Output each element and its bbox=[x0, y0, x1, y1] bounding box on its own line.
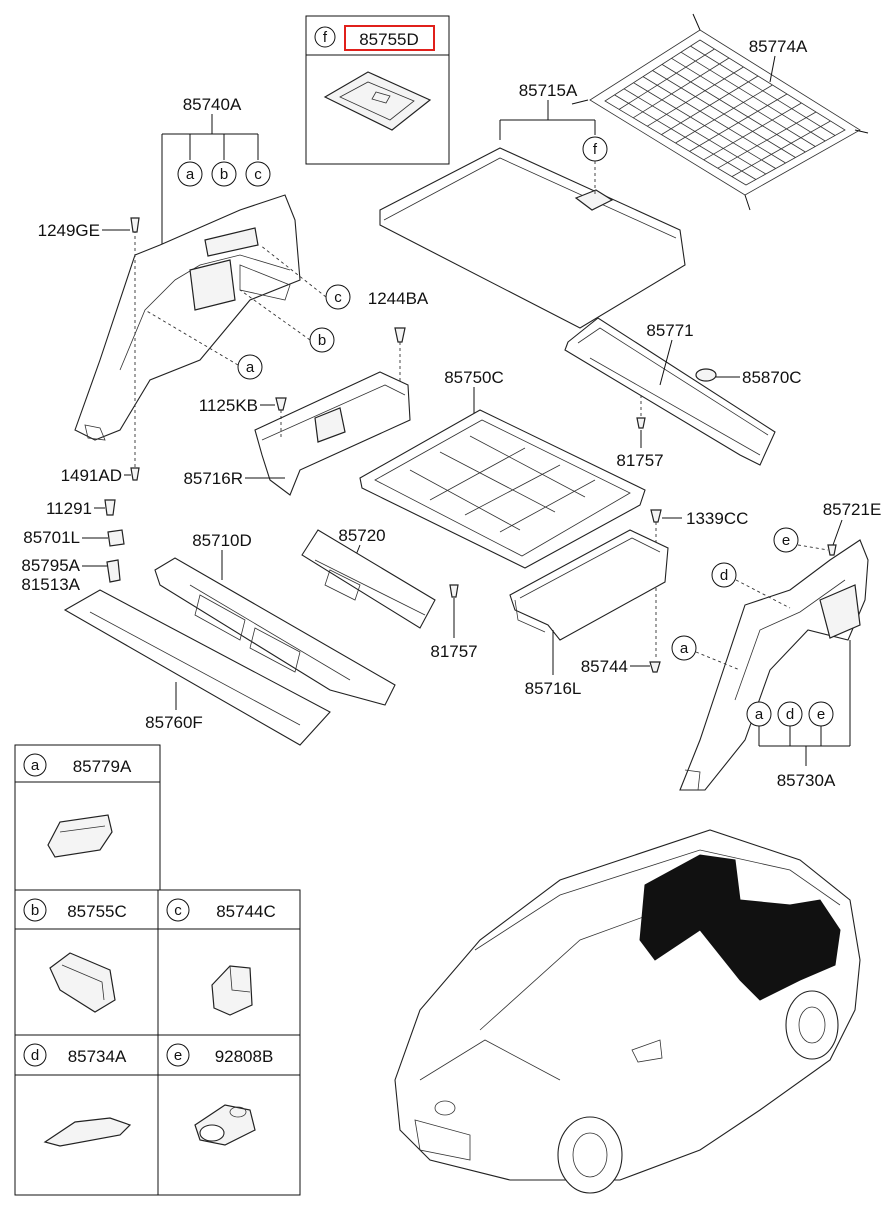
left-quarter-trim-85740A bbox=[74, 194, 301, 441]
cover-85755D-illustration bbox=[323, 71, 432, 131]
side-tray-85716R bbox=[254, 371, 411, 496]
callout-a-trim bbox=[237, 354, 263, 380]
callout-c-740-label: c bbox=[254, 166, 262, 183]
legend-a-part[interactable]: 85779A bbox=[73, 757, 132, 776]
part-85734A-illustration bbox=[43, 1117, 132, 1147]
legend-a-key: a bbox=[31, 757, 40, 774]
bracket-85720 bbox=[301, 529, 436, 629]
part-85779A-illustration bbox=[47, 814, 113, 858]
callout-f-board-label: f bbox=[593, 141, 598, 158]
trim-location-highlight bbox=[639, 854, 841, 1001]
callout-b-trim-label: b bbox=[318, 332, 326, 349]
label-85720[interactable]: 85720 bbox=[338, 526, 385, 545]
label-85740A[interactable]: 85740A bbox=[183, 95, 242, 114]
callout-b-740 bbox=[211, 161, 237, 187]
legend-d-part[interactable]: 85734A bbox=[68, 1047, 127, 1066]
net-mesh-line bbox=[675, 84, 773, 144]
net-mesh-line bbox=[731, 120, 831, 177]
label-81513A[interactable]: 81513A bbox=[21, 575, 80, 594]
label-1244BA[interactable]: 1244BA bbox=[368, 289, 429, 308]
callout-a-730-label: a bbox=[755, 706, 764, 723]
legend-b-circle bbox=[23, 898, 47, 922]
legend-c-part[interactable]: 85744C bbox=[216, 902, 276, 921]
callout-f-inset-label: f bbox=[323, 29, 328, 46]
legend-e-circle bbox=[166, 1043, 190, 1067]
cargo-net-85774A bbox=[571, 13, 869, 211]
label-85721E[interactable]: 85721E bbox=[823, 500, 882, 519]
label-85710D[interactable]: 85710D bbox=[192, 531, 252, 550]
highlight-box bbox=[344, 25, 435, 51]
label-85716R[interactable]: 85716R bbox=[183, 469, 243, 488]
label-81757-bottom[interactable]: 81757 bbox=[430, 642, 477, 661]
callout-a-740-label: a bbox=[186, 166, 195, 183]
net-mesh-line bbox=[690, 45, 836, 136]
label-1249GE[interactable]: 1249GE bbox=[38, 221, 100, 240]
callout-a-trim-right bbox=[671, 635, 697, 661]
part-85755C-illustration bbox=[49, 952, 116, 1013]
label-1339CC[interactable]: 1339CC bbox=[686, 509, 748, 528]
legend-e-key: e bbox=[174, 1047, 182, 1064]
callout-e-730-label: e bbox=[817, 706, 825, 723]
legend-c-circle bbox=[166, 898, 190, 922]
sill-plate-85771 bbox=[564, 317, 776, 466]
label-85744[interactable]: 85744 bbox=[581, 657, 628, 676]
label-85730A[interactable]: 85730A bbox=[777, 771, 836, 790]
legend-d-circle bbox=[23, 1043, 47, 1067]
label-85760F[interactable]: 85760F bbox=[145, 713, 203, 732]
part-85744C-illustration bbox=[211, 965, 253, 1016]
callout-e-trim-label: e bbox=[782, 532, 790, 549]
legend-b-part[interactable]: 85755C bbox=[67, 902, 127, 921]
net-mesh-line bbox=[661, 64, 806, 153]
label-1491AD[interactable]: 1491AD bbox=[61, 466, 122, 485]
callout-c-740 bbox=[245, 161, 271, 187]
label-85701L[interactable]: 85701L bbox=[23, 528, 80, 547]
label-85771[interactable]: 85771 bbox=[646, 321, 693, 340]
vehicle-locator-illustration bbox=[394, 829, 861, 1194]
callout-a-trim-label: a bbox=[246, 359, 255, 376]
part-92808B-illustration bbox=[194, 1104, 256, 1146]
luggage-board-85715A bbox=[379, 147, 686, 329]
net-mesh-line bbox=[689, 93, 788, 152]
callout-a-740 bbox=[177, 161, 203, 187]
side-tray-85716L bbox=[509, 529, 669, 641]
inset-f-part-number[interactable]: 85755D bbox=[359, 30, 419, 49]
label-85774A[interactable]: 85774A bbox=[749, 37, 808, 56]
callout-d-trim bbox=[711, 562, 737, 588]
net-mesh-line bbox=[703, 102, 802, 161]
label-85715A[interactable]: 85715A bbox=[519, 81, 578, 100]
label-1125KB[interactable]: 1125KB bbox=[199, 396, 258, 415]
label-81757-top[interactable]: 81757 bbox=[616, 451, 663, 470]
legend-d-key: d bbox=[31, 1047, 39, 1064]
net-mesh-line bbox=[717, 111, 817, 169]
inset-f-box: f 85755D bbox=[305, 15, 450, 165]
label-85795A[interactable]: 85795A bbox=[21, 556, 80, 575]
callout-f-inset bbox=[314, 26, 336, 48]
callout-b-740-label: b bbox=[220, 166, 228, 183]
label-11291[interactable]: 11291 bbox=[46, 499, 92, 518]
rear-trim-85710D bbox=[154, 557, 396, 706]
legend-a-circle bbox=[23, 753, 47, 777]
label-85716L[interactable]: 85716L bbox=[525, 679, 582, 698]
net-mesh-line bbox=[680, 51, 826, 142]
callout-e-trim bbox=[773, 527, 799, 553]
net-mesh-line bbox=[671, 57, 816, 147]
callout-d-trim-label: d bbox=[720, 567, 728, 584]
callout-c-trim-label: c bbox=[334, 289, 342, 306]
right-quarter-trim-85730A bbox=[679, 539, 869, 791]
floor-cover-85760F bbox=[63, 589, 331, 746]
luggage-tray-85750C bbox=[359, 409, 646, 569]
label-85750C[interactable]: 85750C bbox=[444, 368, 504, 387]
legend-c-key: c bbox=[174, 902, 182, 919]
plug-85870C bbox=[695, 368, 717, 382]
legend-table: a 85779A b 85755C c 85744C d 85734A e 92… bbox=[14, 744, 301, 1196]
callout-d-730-label: d bbox=[786, 706, 794, 723]
legend-e-part[interactable]: 92808B bbox=[215, 1047, 274, 1066]
label-85870C[interactable]: 85870C bbox=[742, 368, 802, 387]
callout-a-trim-right-label: a bbox=[680, 640, 689, 657]
legend-b-key: b bbox=[31, 902, 39, 919]
